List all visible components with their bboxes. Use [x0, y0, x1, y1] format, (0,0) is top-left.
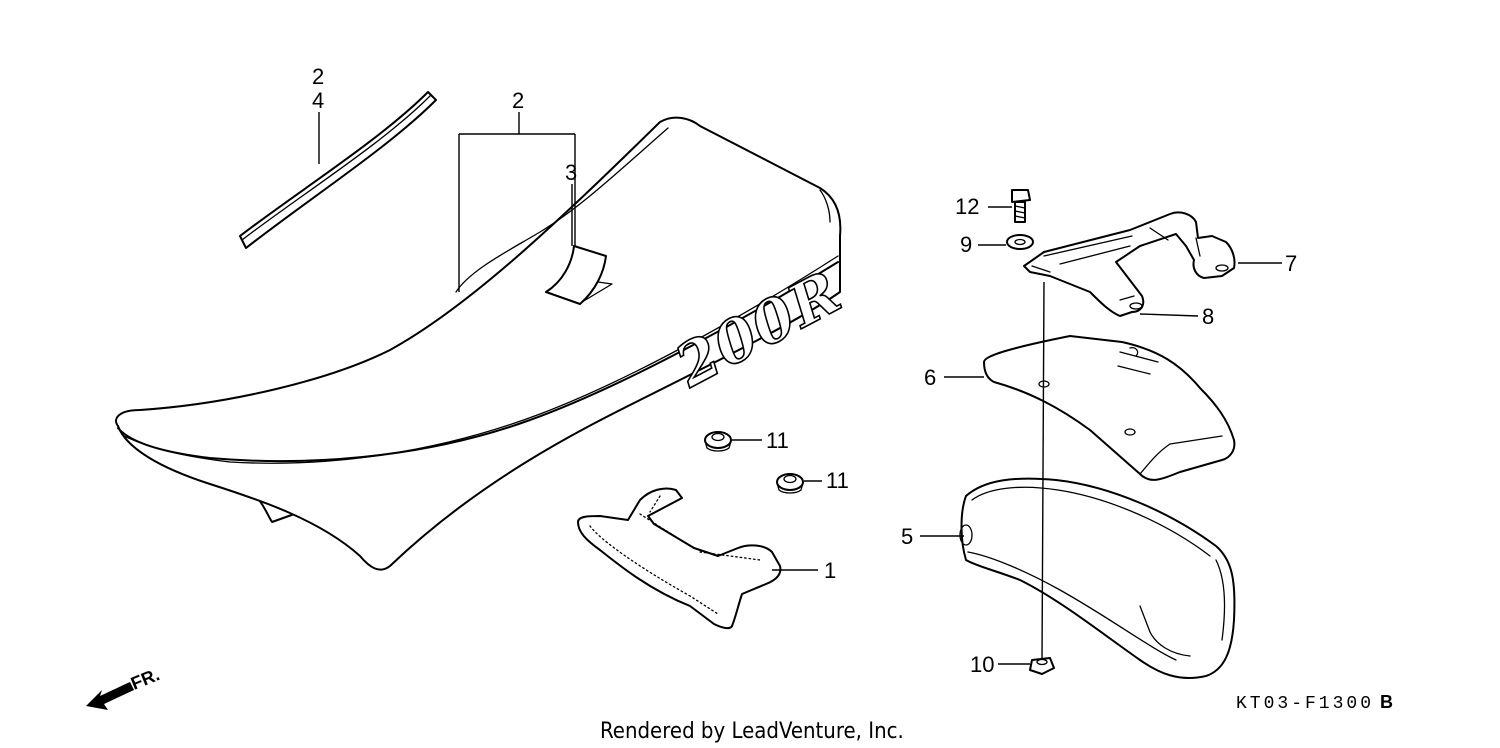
leader-lines	[318, 112, 1282, 665]
assembly-line	[1041, 281, 1045, 661]
plate-part-6[interactable]	[983, 335, 1236, 481]
diagram-code-suffix: B	[1380, 692, 1393, 712]
callout-labels: 2 4 2 3 12 9 7 8 6 11 11 5 1 10	[312, 64, 1297, 677]
callout-3: 3	[565, 160, 577, 185]
tray-part-5[interactable]	[959, 477, 1236, 680]
callout-7: 7	[1285, 251, 1297, 276]
seat-assembly[interactable]	[115, 116, 842, 571]
nut-part-10[interactable]	[1029, 657, 1055, 675]
diagram-code: KT03-F1300	[1236, 694, 1374, 714]
nut-part-11b[interactable]	[776, 473, 804, 494]
callout-8: 8	[1202, 304, 1214, 329]
callout-11-lower: 11	[826, 468, 849, 493]
footer-credit: Rendered by LeadVenture, Inc.	[600, 719, 904, 744]
front-arrow-label: FR.	[128, 664, 162, 693]
callout-2-seat: 2	[512, 88, 524, 113]
bolt-part-12[interactable]	[1011, 189, 1031, 223]
callout-6: 6	[924, 365, 936, 390]
callout-9: 9	[960, 232, 972, 257]
callout-12: 12	[955, 194, 979, 219]
pad-part-1[interactable]	[577, 487, 782, 630]
seat-patch-part-3[interactable]	[545, 245, 613, 305]
front-direction-arrow-icon: FR.	[86, 664, 162, 710]
callout-4: 4	[312, 88, 324, 113]
callout-11-upper: 11	[766, 428, 789, 453]
callout-10: 10	[970, 652, 994, 677]
callout-2-strip: 2	[312, 64, 324, 89]
callout-1: 1	[824, 558, 836, 583]
washer-part-9[interactable]	[1006, 234, 1034, 250]
callout-5: 5	[901, 524, 913, 549]
strap-bracket-part-7-8[interactable]	[1023, 211, 1236, 317]
trim-strip-part-4[interactable]	[239, 91, 437, 249]
nut-part-11a[interactable]	[704, 431, 732, 452]
